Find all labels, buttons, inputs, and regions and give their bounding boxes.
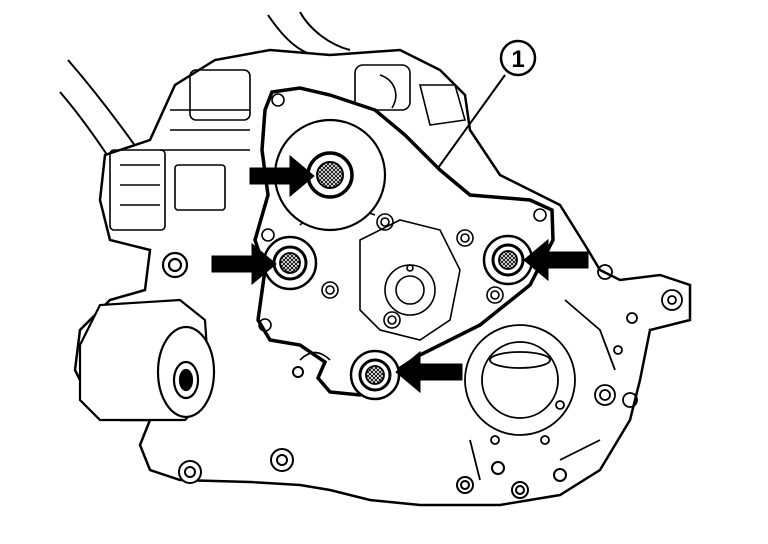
right-bore [482, 234, 534, 286]
right-bore-seal [498, 250, 518, 270]
lower-bore-seal [365, 365, 385, 385]
arrow-left-seal [211, 242, 277, 286]
upper-bore-seal [316, 161, 344, 189]
upper-bore [273, 118, 387, 232]
callout-1-leader [437, 74, 506, 169]
arrow-upper-seal [249, 154, 315, 198]
right-housing [464, 264, 683, 481]
upper-housing-details [109, 64, 467, 231]
bottom-bolts [178, 366, 567, 499]
left-mount [78, 251, 216, 422]
callout-1: 1 [437, 39, 537, 169]
arrow-lower-seal [395, 350, 463, 394]
left-bore-seal [279, 252, 301, 274]
arrow-right-seal [523, 238, 589, 282]
callout-1-circle [499, 39, 537, 77]
lower-bore [349, 349, 401, 401]
callout-1-label: 1 [511, 46, 524, 73]
